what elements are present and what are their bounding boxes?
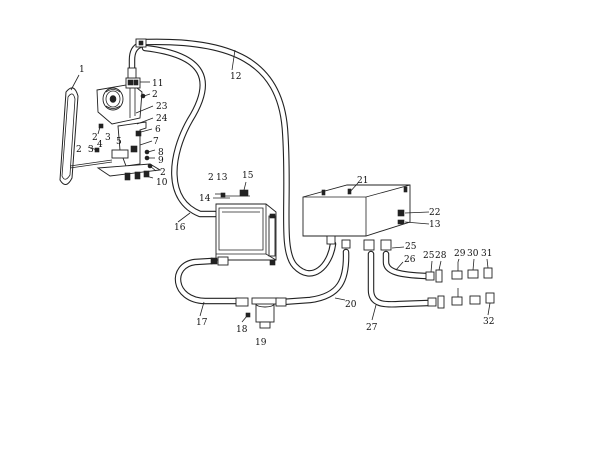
- label-6: 6: [155, 125, 161, 135]
- label-25: 25: [405, 242, 417, 252]
- label-28: 28: [435, 251, 447, 261]
- label-9: 9: [158, 156, 164, 166]
- evaporator-unit: [210, 189, 277, 266]
- label-11: 11: [152, 79, 163, 89]
- tank: [302, 184, 411, 251]
- label-3: 3: [105, 133, 111, 143]
- hose-group: [128, 38, 432, 308]
- label-13: 13: [429, 220, 441, 230]
- label-22: 22: [429, 208, 440, 218]
- label-13: 13: [216, 173, 228, 183]
- label-16: 16: [174, 223, 186, 233]
- label-1: 1: [79, 65, 85, 75]
- label-15: 15: [242, 171, 254, 181]
- label-3: 3: [88, 145, 94, 155]
- label-30: 30: [467, 249, 479, 259]
- leader-lines: [70, 49, 491, 323]
- label-24: 24: [156, 114, 168, 124]
- compressor: [96, 77, 143, 125]
- label-5: 5: [116, 137, 122, 147]
- label-10: 10: [156, 178, 168, 188]
- drive-belt: [59, 87, 79, 185]
- label-8: 8: [158, 148, 164, 158]
- label-31: 31: [481, 249, 492, 259]
- label-12: 12: [230, 72, 241, 82]
- label-2: 2: [208, 173, 214, 183]
- label-21: 21: [357, 176, 368, 186]
- hose-27: [367, 250, 432, 308]
- label-2: 2: [160, 168, 166, 178]
- right-fittings: [425, 262, 495, 309]
- label-7: 7: [153, 137, 159, 147]
- filter: [235, 297, 287, 329]
- label-2: 2: [76, 145, 82, 155]
- label-29: 29: [454, 249, 466, 259]
- label-23: 23: [156, 102, 168, 112]
- compressor-bracket: [69, 93, 162, 181]
- label-19: 19: [255, 338, 267, 348]
- label-20: 20: [345, 300, 357, 310]
- label-14: 14: [199, 194, 211, 204]
- label-25: 25: [423, 251, 435, 261]
- label-2: 2: [92, 133, 98, 143]
- label-4: 4: [97, 140, 103, 150]
- label-17: 17: [196, 318, 208, 328]
- label-26: 26: [404, 255, 416, 265]
- label-2: 2: [152, 90, 158, 100]
- part-labels: 1 11 2 23 24 6 7 8 9 2 10 2 3 4 5 2 3 12…: [76, 65, 494, 348]
- label-27: 27: [366, 323, 378, 333]
- label-18: 18: [236, 325, 248, 335]
- label-32: 32: [483, 317, 494, 327]
- compressor-fittings: [127, 38, 147, 79]
